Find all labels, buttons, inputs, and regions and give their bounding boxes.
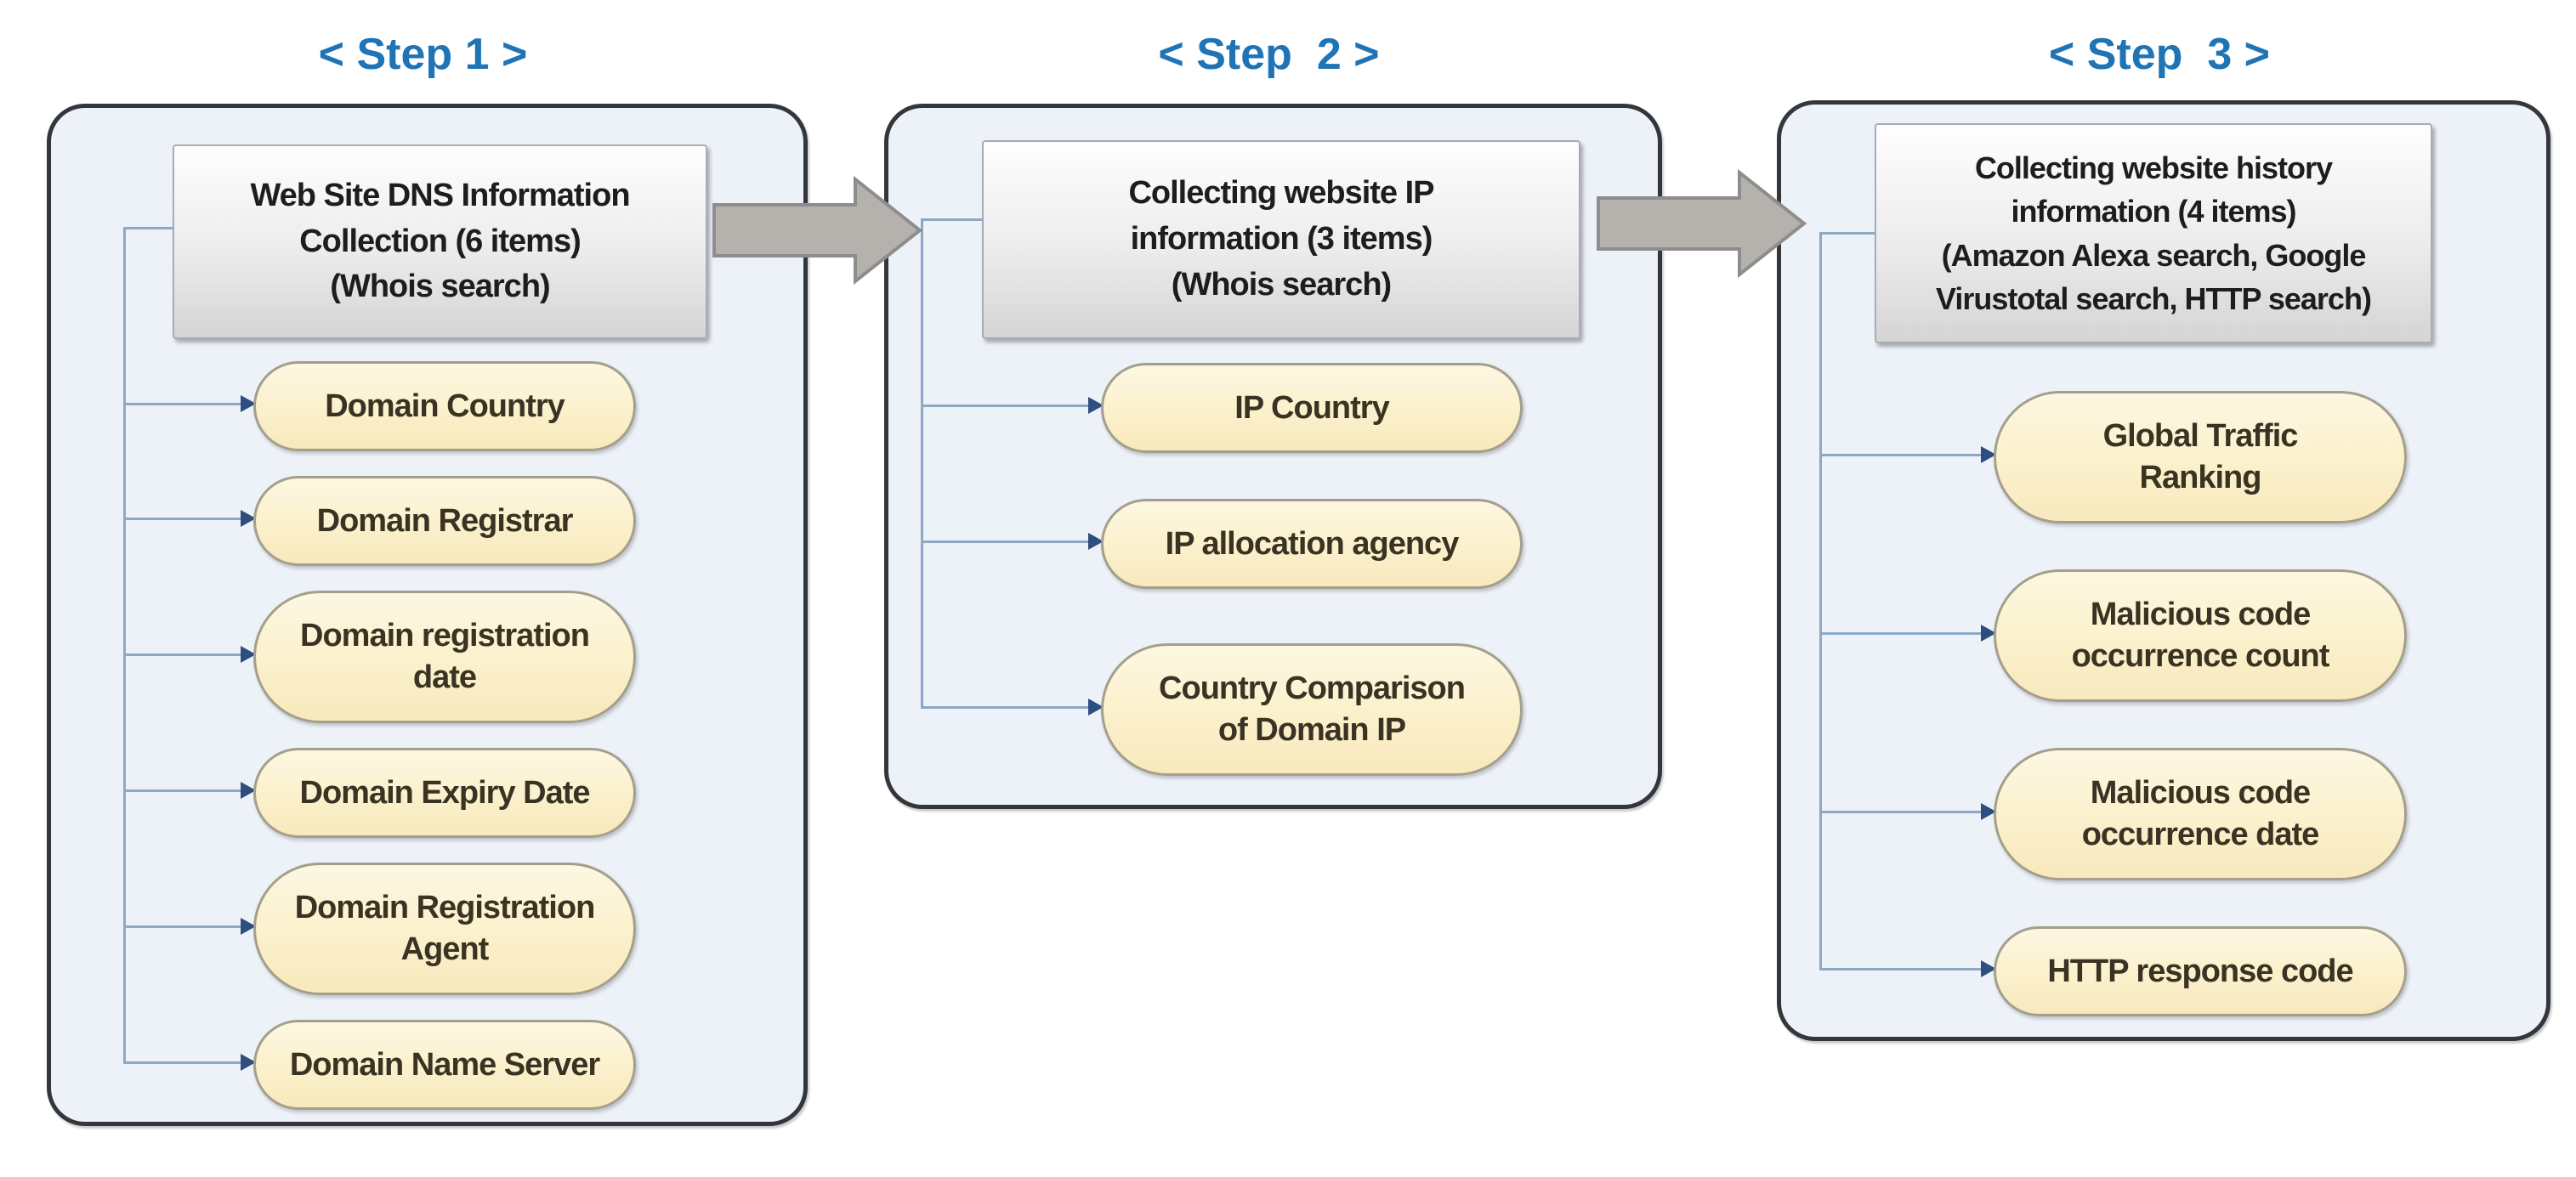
connector-trunk <box>123 227 126 1062</box>
step-2-header-box: Collecting website IP information (3 ite… <box>982 140 1580 339</box>
item-label: IP Country <box>1234 389 1389 426</box>
step-3-label: < Step 3 > <box>2048 30 2271 79</box>
step-2-header-text: Collecting website IP information (3 ite… <box>1128 175 1434 303</box>
connector-arrow <box>1819 625 1996 642</box>
connector-arrow <box>123 782 256 799</box>
connector-arrow <box>921 533 1104 550</box>
arrowhead-icon <box>1981 960 1996 977</box>
item-label: Malicious code occurrence count <box>2071 597 2330 674</box>
item-pill: Malicious code occurrence count <box>1994 569 2407 702</box>
connector-trunk <box>1819 232 1822 969</box>
item-label: Malicious code occurrence date <box>2081 775 2320 852</box>
item-label: Country Comparison of Domain IP <box>1159 671 1466 748</box>
arrowhead-icon <box>241 510 256 527</box>
item-label: Domain registration date <box>300 618 590 695</box>
arrowhead-icon <box>1088 533 1104 550</box>
arrowhead-icon <box>241 918 256 935</box>
item-pill: Malicious code occurrence date <box>1994 748 2407 880</box>
connector-arrow <box>921 397 1104 414</box>
connector-header-elbow <box>1819 232 1875 235</box>
item-label: Global Traffic Ranking <box>2102 418 2299 495</box>
item-pill: Domain Registration Agent <box>253 863 636 995</box>
item-label: Domain Country <box>325 388 565 424</box>
connector-arrow <box>123 510 256 527</box>
item-label: HTTP response code <box>2047 953 2353 989</box>
arrowhead-icon <box>1981 446 1996 463</box>
item-pill: Global Traffic Ranking <box>1994 391 2407 523</box>
arrowhead-icon <box>241 395 256 412</box>
connector-arrow <box>1819 803 1996 820</box>
step-1-header-text: Web Site DNS Information Collection (6 i… <box>250 177 630 305</box>
step-2-label: < Step 2 > <box>1158 30 1380 79</box>
connector-arrow <box>123 1054 256 1071</box>
connector-arrow <box>123 395 256 412</box>
item-pill: Domain Name Server <box>253 1020 636 1110</box>
arrowhead-icon <box>241 782 256 799</box>
connector-arrow <box>123 918 256 935</box>
item-label: Domain Registration Agent <box>294 890 596 967</box>
connector-arrow <box>1819 446 1996 463</box>
item-label: Domain Expiry Date <box>299 774 591 811</box>
connector-header-elbow <box>123 227 173 229</box>
step-1-header-box: Web Site DNS Information Collection (6 i… <box>173 144 707 339</box>
arrowhead-icon <box>241 1054 256 1071</box>
item-pill: Domain Country <box>253 361 636 451</box>
arrowhead-icon <box>1981 803 1996 820</box>
item-pill: IP allocation agency <box>1101 499 1523 589</box>
flow-arrow-step2-to-step3-icon <box>1597 168 1807 279</box>
item-label: IP allocation agency <box>1165 525 1460 562</box>
item-pill: Country Comparison of Domain IP <box>1101 643 1523 776</box>
connector-arrow <box>123 646 256 663</box>
item-label: Domain Name Server <box>289 1046 600 1083</box>
item-pill: HTTP response code <box>1994 926 2407 1016</box>
step-1-panel: Web Site DNS Information Collection (6 i… <box>47 104 808 1126</box>
arrowhead-icon <box>241 646 256 663</box>
connector-header-elbow <box>921 218 982 221</box>
arrowhead-icon <box>1981 625 1996 642</box>
step-3-panel: Collecting website history information (… <box>1777 100 2550 1041</box>
step-3-header-box: Collecting website history information (… <box>1875 123 2432 343</box>
item-pill: Domain registration date <box>253 591 636 723</box>
connector-arrow <box>1819 960 1996 977</box>
connector-arrow <box>921 699 1104 716</box>
arrowhead-icon <box>1088 397 1104 414</box>
flow-arrow-step1-to-step2-icon <box>712 175 923 286</box>
step-2-panel: Collecting website IP information (3 ite… <box>884 104 1662 809</box>
arrowhead-icon <box>1088 699 1104 716</box>
step-3-header-text: Collecting website history information (… <box>1936 150 2372 316</box>
item-label: Domain Registrar <box>316 502 574 539</box>
item-pill: Domain Registrar <box>253 476 636 566</box>
item-pill: Domain Expiry Date <box>253 748 636 838</box>
step-1-label: < Step 1 > <box>318 30 528 79</box>
connector-trunk <box>921 218 923 707</box>
item-pill: IP Country <box>1101 363 1523 453</box>
